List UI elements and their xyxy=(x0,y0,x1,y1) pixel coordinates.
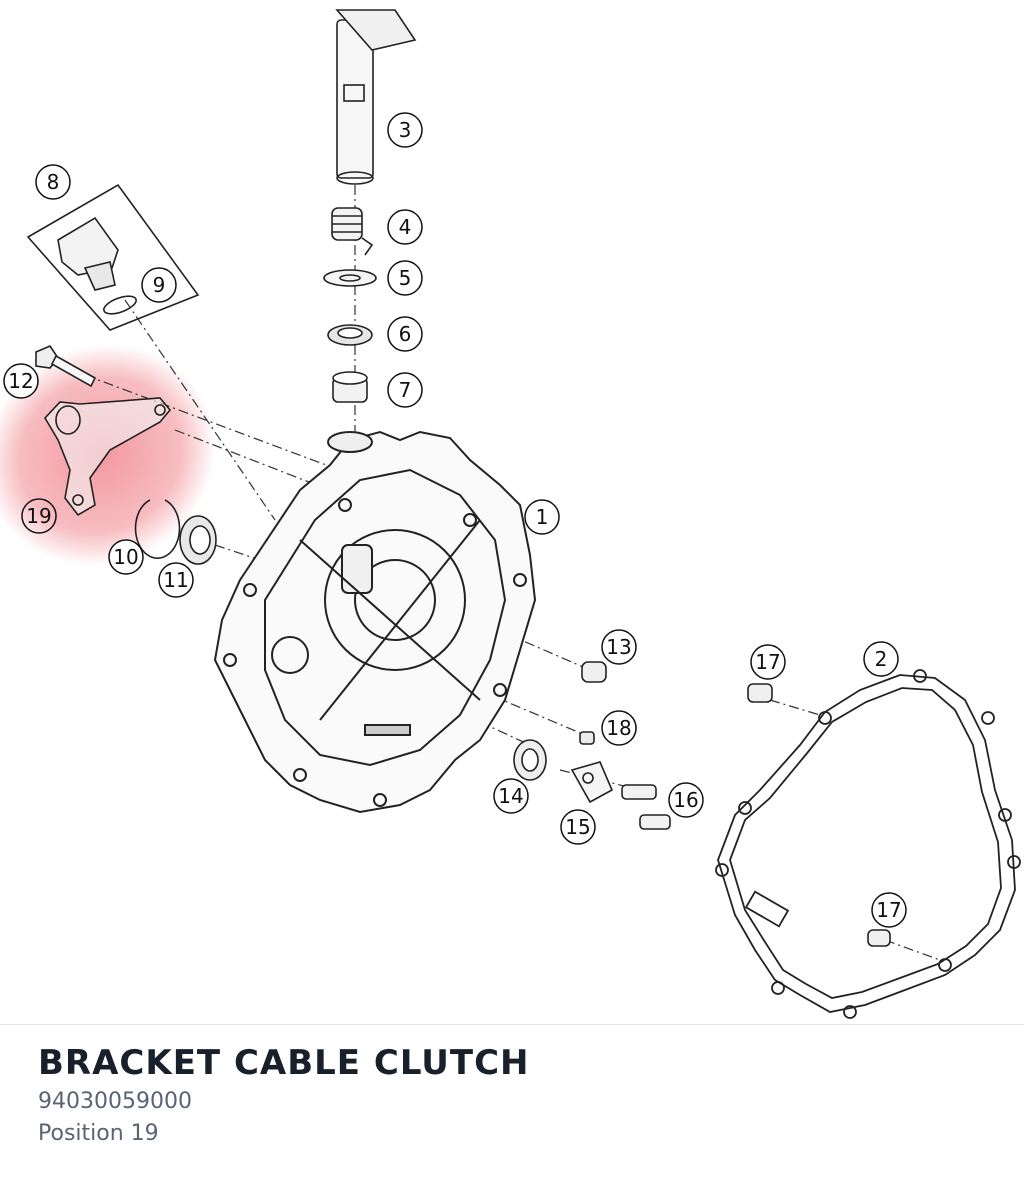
callout-17-bottom[interactable]: 17 xyxy=(871,892,907,928)
callout-12[interactable]: 12 xyxy=(3,363,39,399)
svg-text:19: 19 xyxy=(26,504,51,528)
part-number: 94030059000 xyxy=(38,1089,192,1114)
svg-text:15: 15 xyxy=(565,815,590,839)
svg-text:17: 17 xyxy=(876,898,901,922)
callout-18[interactable]: 18 xyxy=(601,710,637,746)
callout-11[interactable]: 11 xyxy=(158,562,194,598)
shift-shaft xyxy=(335,9,417,185)
torsion-spring xyxy=(331,207,374,256)
circlip-and-bearing xyxy=(134,499,217,565)
callout-2[interactable]: 2 xyxy=(863,641,899,677)
exploded-parts-diagram: 1 2 3 4 5 6 7 8 9 10 11 12 13 14 15 16 1… xyxy=(0,9,1021,1019)
callout-8[interactable]: 8 xyxy=(35,164,71,200)
caption-divider xyxy=(0,1024,1024,1025)
callout-17-top[interactable]: 17 xyxy=(750,644,786,680)
clutch-cover xyxy=(213,430,537,814)
svg-text:6: 6 xyxy=(399,322,412,346)
callout-14[interactable]: 14 xyxy=(493,778,529,814)
svg-text:4: 4 xyxy=(399,215,412,239)
callout-15[interactable]: 15 xyxy=(560,809,596,845)
svg-text:1: 1 xyxy=(536,505,549,529)
callout-19-highlighted[interactable]: 19 xyxy=(21,498,57,534)
svg-text:16: 16 xyxy=(673,788,698,812)
part-name: BRACKET CABLE CLUTCH xyxy=(38,1043,530,1083)
clutch-cable-bracket xyxy=(44,397,172,517)
part-position: Position 19 xyxy=(38,1121,159,1146)
callout-5[interactable]: 5 xyxy=(387,260,423,296)
callout-7[interactable]: 7 xyxy=(387,372,423,408)
svg-text:12: 12 xyxy=(8,369,33,393)
svg-text:5: 5 xyxy=(399,266,412,290)
callout-3[interactable]: 3 xyxy=(387,112,423,148)
callout-16[interactable]: 16 xyxy=(668,782,704,818)
hex-bolt xyxy=(35,345,97,388)
svg-text:11: 11 xyxy=(163,568,188,592)
callout-9[interactable]: 9 xyxy=(141,267,177,303)
svg-text:9: 9 xyxy=(153,273,166,297)
callout-6[interactable]: 6 xyxy=(387,316,423,352)
svg-text:18: 18 xyxy=(606,716,631,740)
svg-text:13: 13 xyxy=(606,635,631,659)
oil-filler-plug-group xyxy=(26,183,200,331)
callout-4[interactable]: 4 xyxy=(387,209,423,245)
cover-gasket xyxy=(715,669,1021,1019)
washer xyxy=(323,269,377,287)
svg-text:8: 8 xyxy=(47,170,60,194)
needle-bearing xyxy=(332,371,368,403)
small-fasteners xyxy=(513,661,671,830)
svg-text:7: 7 xyxy=(399,378,412,402)
svg-text:2: 2 xyxy=(875,647,888,671)
svg-text:3: 3 xyxy=(399,118,412,142)
svg-text:10: 10 xyxy=(113,545,138,569)
callout-10[interactable]: 10 xyxy=(108,539,144,575)
dowel-pins xyxy=(747,683,891,947)
svg-text:17: 17 xyxy=(755,650,780,674)
callout-13[interactable]: 13 xyxy=(601,629,637,665)
callout-1[interactable]: 1 xyxy=(524,499,560,535)
svg-text:14: 14 xyxy=(498,784,523,808)
part-caption: BRACKET CABLE CLUTCH 94030059000 Positio… xyxy=(38,1040,998,1150)
shaft-seal xyxy=(327,324,373,346)
